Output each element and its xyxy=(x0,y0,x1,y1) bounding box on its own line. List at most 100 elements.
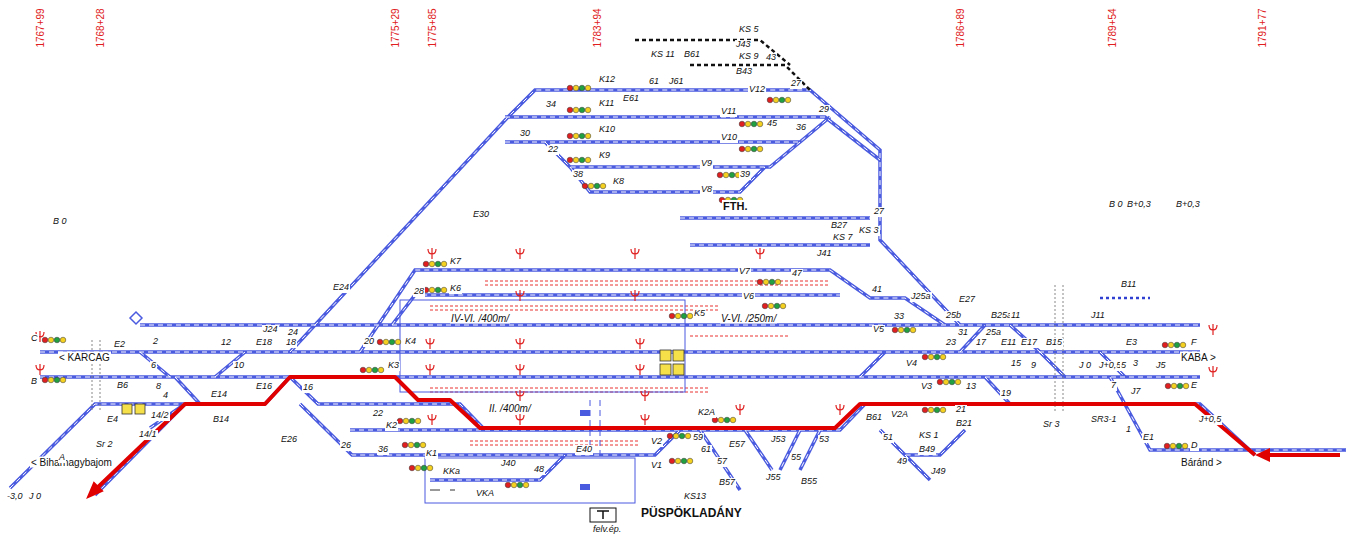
signal-lamp xyxy=(757,121,763,127)
signal-lamp xyxy=(1164,443,1170,449)
signal-label: 30 xyxy=(519,129,531,139)
signal-label: 53 xyxy=(818,435,830,445)
signal-label: V7 xyxy=(738,267,751,277)
signal-label: KS 9 xyxy=(738,52,760,62)
platform-marker xyxy=(516,338,524,349)
signal-lamp xyxy=(505,482,511,488)
platform-marker xyxy=(516,364,524,375)
signal-label: B55 xyxy=(800,477,818,487)
signal-label: 61 xyxy=(648,77,660,87)
kilometer-mark: 1768+28 xyxy=(95,7,106,48)
signal-lamp xyxy=(943,379,949,385)
signal-lamp xyxy=(751,146,757,152)
signal-lamp xyxy=(723,172,729,178)
signal-lamp xyxy=(718,417,724,423)
station-name: PÜSPÖKLADÁNY xyxy=(640,507,743,520)
signal-label: E1 xyxy=(1142,433,1155,443)
place-name: Báránd > xyxy=(1180,457,1223,468)
signal-label: E18 xyxy=(255,338,273,348)
signal-lamp xyxy=(763,279,769,285)
signal-lamp xyxy=(739,146,745,152)
platform-marker xyxy=(1209,366,1217,377)
signal-label: 3 xyxy=(1132,359,1139,369)
platform-marker xyxy=(756,248,764,259)
signal-label: 28 xyxy=(413,287,425,297)
signal-lamp xyxy=(1180,342,1186,348)
signal-label: V8 xyxy=(700,185,713,195)
signal-label: felv.ép. xyxy=(592,525,622,535)
signal-lamp xyxy=(780,303,786,309)
signal-lamp xyxy=(573,107,579,113)
signal-label: KS 5 xyxy=(738,25,760,35)
signal-lamp xyxy=(667,433,673,439)
signal-lamp xyxy=(579,157,585,163)
signal-label: K11 xyxy=(598,99,615,109)
signal-label: 5 xyxy=(1120,361,1127,371)
signal-lamp xyxy=(1162,342,1168,348)
signal-lamp xyxy=(395,339,401,345)
platform-marker xyxy=(636,338,644,349)
place-name: KABA > xyxy=(1180,352,1217,363)
signal-label: 51 xyxy=(882,433,894,443)
signal-label: V6 xyxy=(742,292,755,302)
signal-lamp xyxy=(898,327,904,333)
signal-label: K2 xyxy=(385,421,398,431)
signal-lamp xyxy=(567,133,573,139)
signal-label: 22 xyxy=(372,409,384,419)
signal-lamp xyxy=(441,287,447,293)
signal-label: 36 xyxy=(377,445,389,455)
signal-lamp xyxy=(579,107,585,113)
signal-lamp xyxy=(785,97,791,103)
kilometer-mark: 1775+85 xyxy=(427,7,438,48)
signal-lamp xyxy=(940,354,946,360)
signal-lamp xyxy=(669,458,675,464)
signal-label: E27 xyxy=(958,295,976,305)
platform-marker xyxy=(426,338,434,349)
signal-lamp xyxy=(60,377,66,383)
signal-lamp xyxy=(54,377,60,383)
signal-lamp xyxy=(928,407,934,413)
signal-lamp xyxy=(582,183,588,189)
signal-label: 31 xyxy=(957,328,969,338)
signal-lamp xyxy=(774,303,780,309)
signal-label: B+0,3 xyxy=(1175,200,1201,210)
signal-label: B57 xyxy=(718,478,736,488)
signal-label: V4 xyxy=(905,359,918,369)
signal-lamp xyxy=(928,354,934,360)
signal-label: 13 xyxy=(965,382,977,392)
signal-label: 16 xyxy=(302,383,314,393)
signal-lamp xyxy=(730,417,736,423)
signal-label: 12 xyxy=(220,338,232,348)
signal-label: 23 xyxy=(945,338,957,348)
signal-label: B27 xyxy=(830,221,848,231)
signal-label: E4 xyxy=(106,415,119,425)
signal-lamp xyxy=(415,465,421,471)
signal-label: B15 xyxy=(1045,338,1063,348)
signal-label: B61 xyxy=(865,413,883,423)
signal-label: E xyxy=(1190,381,1198,391)
signal-lamp xyxy=(934,354,940,360)
signal-label: 34 xyxy=(545,100,557,110)
signal-lamp xyxy=(579,133,585,139)
signal-lamp xyxy=(377,339,383,345)
track-length: V-VI. /250m/ xyxy=(720,313,777,324)
signal-label: E61 xyxy=(622,94,640,104)
signal-lamp xyxy=(739,121,745,127)
signal-label: -3,0 xyxy=(6,492,24,502)
signal-label: 11 xyxy=(1010,311,1021,321)
signal-label: V9 xyxy=(700,159,713,169)
signal-lamp xyxy=(585,133,591,139)
signal-label: 17 xyxy=(975,338,987,348)
signal-label: 27 xyxy=(790,79,802,89)
signal-label: V2 xyxy=(650,437,663,447)
signal-label: J43 xyxy=(735,40,752,50)
signal-lamp xyxy=(910,327,916,333)
signal-label: K5 xyxy=(693,309,706,319)
platform-marker xyxy=(636,364,644,375)
signal-label: 43 xyxy=(765,53,777,63)
signal-label: 4 xyxy=(162,391,169,401)
signal-lamp xyxy=(48,377,54,383)
signal-lamp xyxy=(435,287,441,293)
signal-label: K1 xyxy=(425,449,438,459)
